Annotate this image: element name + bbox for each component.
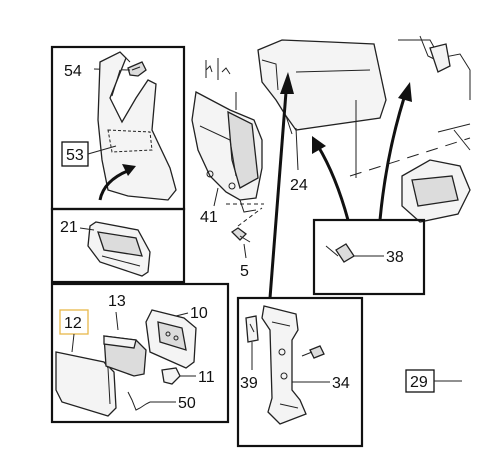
- callout-24: 24: [290, 177, 308, 194]
- callout-53: 53: [66, 147, 84, 164]
- arrow-38-left: [316, 145, 350, 221]
- callout-13: 13: [108, 293, 126, 310]
- part-13-insert: [103, 335, 147, 377]
- part-41-bracket: [191, 58, 263, 213]
- connector-dash: [349, 137, 471, 177]
- callout-11: 11: [198, 369, 215, 386]
- arrowhead-38-left: [312, 136, 326, 154]
- part-21-bezel: [87, 221, 151, 277]
- callout-box-12: [59, 309, 89, 335]
- callout-34: 34: [332, 375, 350, 392]
- arrow-to-34: [268, 91, 288, 299]
- leader-12: [71, 333, 75, 353]
- leader-10: [175, 312, 189, 317]
- callout-21: 21: [60, 219, 78, 236]
- part-50-spring: [127, 391, 151, 411]
- leader-53: [87, 145, 117, 155]
- part-38-screw: [325, 243, 355, 263]
- callout-38: 38: [386, 249, 404, 266]
- leader-5-dash: [237, 207, 263, 227]
- callout-41: 41: [200, 209, 218, 226]
- leader-5: [243, 243, 247, 259]
- part-5-screw: [230, 227, 251, 243]
- leader-24: [295, 127, 299, 171]
- callout-54: 54: [64, 63, 82, 80]
- part-54-clip: [127, 61, 147, 77]
- part-39-hinge-plate: [245, 315, 259, 343]
- part-10-housing: [145, 309, 197, 369]
- callout-29: 29: [410, 374, 428, 391]
- arrow-38-right: [378, 97, 406, 221]
- panel-screw-38: [312, 218, 426, 296]
- arrowhead-to-34: [280, 72, 294, 94]
- part-34-screw: [301, 345, 325, 359]
- part-11-clip: [161, 367, 181, 385]
- callout-39: 39: [240, 375, 258, 392]
- callout-12: 12: [64, 315, 82, 332]
- part-door-frame: [398, 35, 471, 100]
- leader-21: [79, 227, 95, 231]
- callout-5: 5: [240, 263, 249, 280]
- panel-bezel: [50, 207, 186, 284]
- panel-hinge-34: [236, 296, 364, 448]
- leader-41-a: [213, 187, 219, 207]
- leader-13: [115, 311, 119, 331]
- part-24-panel: [257, 39, 387, 135]
- callout-10: 10: [190, 305, 208, 322]
- part-53-handle: [97, 51, 177, 201]
- arrow-53: [98, 168, 131, 201]
- arrowhead-53: [122, 164, 136, 176]
- panel-pocket-assembly: [50, 282, 230, 424]
- part-lower-bracket: [401, 123, 471, 223]
- callout-box-53: [61, 141, 89, 167]
- arrowhead-38-right: [398, 82, 412, 102]
- callout-50: 50: [178, 395, 196, 412]
- part-34-hinge: [261, 305, 307, 425]
